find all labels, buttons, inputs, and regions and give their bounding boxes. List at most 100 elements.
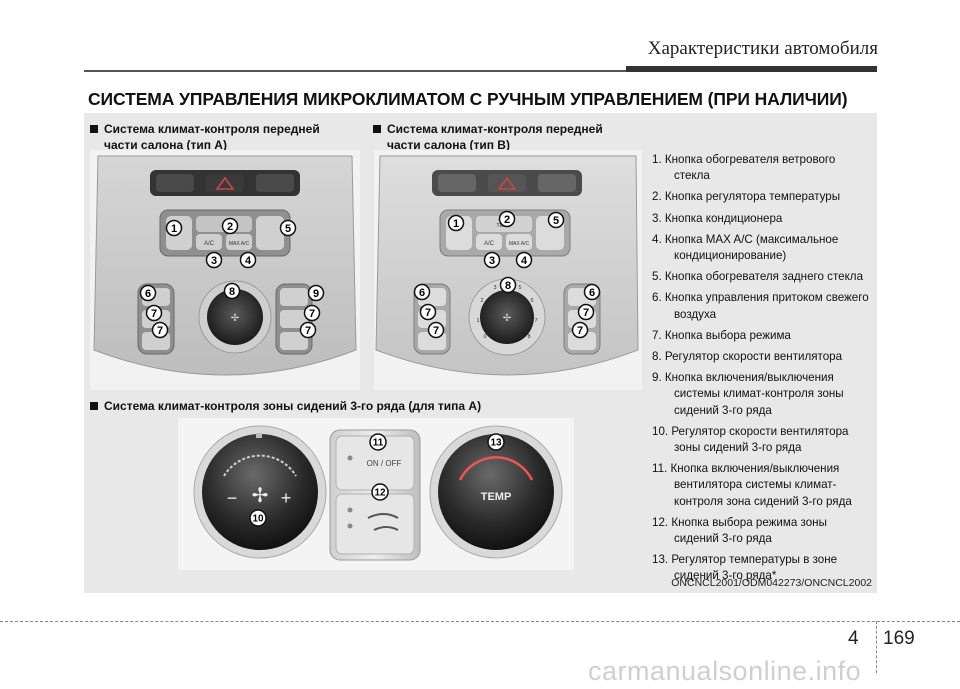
dial-tick-label: 2 bbox=[480, 298, 483, 304]
running-header-title: Характеристики автомобиля bbox=[647, 38, 878, 59]
fan-icon: ✢ bbox=[503, 313, 511, 324]
chapter-number: 4 bbox=[848, 628, 859, 649]
callout-label: 4 bbox=[245, 255, 252, 267]
mode-button-floor-defrost[interactable] bbox=[280, 332, 308, 350]
airflow-icon bbox=[367, 513, 399, 531]
rear-temp-knob[interactable] bbox=[438, 434, 554, 550]
callout-label: 7 bbox=[309, 308, 315, 320]
callout-label: 3 bbox=[489, 255, 495, 267]
legend-item: 10. Регулятор скорости вентилятора зоны … bbox=[652, 424, 849, 455]
callout-label: 6 bbox=[419, 287, 425, 299]
callout-label: 7 bbox=[583, 307, 589, 319]
callouts-rear: 11 12 13 10 bbox=[249, 433, 505, 527]
square-bullet-icon bbox=[90, 125, 98, 133]
ac-label: A/C bbox=[484, 241, 495, 247]
hazard-icon bbox=[215, 176, 235, 190]
hazard-icon bbox=[497, 176, 517, 190]
legend-item: 9. Кнопка включения/выключения системы к… bbox=[652, 371, 844, 417]
fan-speed-knob[interactable] bbox=[480, 290, 534, 344]
legend-list: 1. Кнопка обогревателя ветрового стекла … bbox=[652, 152, 874, 590]
callout-label: 6 bbox=[589, 287, 595, 299]
callouts-type-a: 1 2 5 3 4 6 7 7 8 9 7 7 bbox=[139, 217, 325, 339]
callout-label: 12 bbox=[374, 488, 386, 499]
hazard-button[interactable] bbox=[206, 174, 244, 192]
mode-button-bi-level[interactable] bbox=[280, 310, 308, 328]
callout-label: 13 bbox=[490, 438, 502, 449]
fan-icon: ✢ bbox=[231, 313, 239, 324]
ac-button[interactable] bbox=[196, 234, 222, 250]
legend-item: 11. Кнопка включения/выключения вентилят… bbox=[652, 462, 852, 508]
dial-tick-label: 0 bbox=[483, 334, 486, 340]
subheading-type-a: Система климат-контроля передней части с… bbox=[90, 121, 320, 153]
rear-fan-speed-knob[interactable] bbox=[202, 434, 318, 550]
callout-label: 7 bbox=[577, 325, 583, 337]
dial-tick-label: 7 bbox=[534, 318, 537, 324]
callout-label: 8 bbox=[229, 286, 235, 298]
dial-tick-label: 6 bbox=[530, 298, 533, 304]
control-panel-rear: − ✢ + ON / OFF TEMP 11 12 13 10 bbox=[193, 425, 563, 561]
callout-label: 2 bbox=[227, 221, 233, 233]
callout-label: 8 bbox=[505, 280, 511, 292]
page-number: 169 bbox=[883, 628, 915, 649]
max-ac-label: MAX A/C bbox=[509, 241, 530, 247]
callout-label: 1 bbox=[171, 223, 177, 235]
legend-item: 6. Кнопка управления притоком свежего во… bbox=[652, 291, 869, 321]
max-ac-label: MAX A/C bbox=[229, 241, 250, 247]
callout-label: 7 bbox=[433, 325, 439, 337]
callout-label: 4 bbox=[521, 255, 528, 267]
max-ac-button[interactable] bbox=[226, 234, 252, 250]
legend-item: 2. Кнопка регулятора температуры bbox=[652, 190, 841, 204]
square-bullet-icon bbox=[373, 125, 381, 133]
legend-item: 13. Регулятор температуры в зоне сидений… bbox=[652, 553, 838, 583]
footer-dashed-divider bbox=[876, 621, 877, 673]
legend-item: 4. Кнопка MAX A/C (максимальное кондицио… bbox=[652, 232, 839, 263]
subheading-rear: Система климат-контроля зоны сидений 3-г… bbox=[90, 398, 481, 414]
max-ac-button[interactable] bbox=[506, 234, 532, 250]
callout-label: 5 bbox=[285, 223, 291, 235]
dial-tick-label: 1 bbox=[476, 318, 479, 324]
legend-item: 8. Регулятор скорости вентилятора bbox=[652, 350, 843, 364]
photo-type-a: A/C MAX A/C ✢ 1 2 5 3 4 6 7 7 8 9 7 7 bbox=[90, 150, 360, 390]
subheading-type-b: Система климат-контроля передней части с… bbox=[373, 121, 603, 153]
on-off-label: ON / OFF bbox=[367, 459, 402, 468]
photo-rear: − ✢ + ON / OFF TEMP 11 12 13 10 bbox=[178, 418, 574, 570]
dial-tick-label: 3 bbox=[493, 285, 496, 291]
control-panel-type-b: TEMP A/C MAX A/C ✢ 0 1 2 3 4 5 6 7 8 1 2 bbox=[375, 155, 639, 376]
image-caption-codes: ONCNCL2001/ODM042273/ONCNCL2002 bbox=[671, 577, 872, 589]
callout-label: 11 bbox=[373, 438, 384, 449]
fan-speed-knob[interactable] bbox=[207, 289, 263, 345]
rear-climate-button[interactable] bbox=[280, 288, 308, 306]
dial-tick-label: 5 bbox=[518, 285, 521, 291]
ac-label: A/C bbox=[204, 241, 215, 247]
header-rule-accent bbox=[626, 66, 877, 72]
callout-label: 7 bbox=[305, 325, 311, 337]
callout-label: 7 bbox=[157, 325, 163, 337]
callout-label: 10 bbox=[252, 514, 264, 525]
callout-label: 5 bbox=[553, 215, 559, 227]
square-bullet-icon bbox=[90, 402, 98, 410]
rear-mode-button[interactable] bbox=[335, 493, 415, 555]
callout-label: 7 bbox=[425, 307, 431, 319]
temp-label: TEMP bbox=[481, 491, 512, 503]
photo-type-b: TEMP A/C MAX A/C ✢ 0 1 2 3 4 5 6 7 8 1 2 bbox=[374, 150, 642, 390]
callouts-type-b: 1 2 5 3 4 6 7 7 8 6 7 7 bbox=[413, 210, 601, 339]
legend-item: 12. Кнопка выбора режима зоны сидений 3-… bbox=[652, 515, 827, 546]
callout-label: 9 bbox=[313, 288, 319, 300]
ac-button[interactable] bbox=[476, 234, 502, 250]
dial-tick-label: 8 bbox=[527, 334, 530, 340]
legend-item: 3. Кнопка кондиционера bbox=[652, 211, 783, 225]
temp-arc bbox=[458, 456, 534, 481]
header-rule bbox=[84, 70, 877, 72]
fan-icon: ✢ bbox=[252, 485, 269, 507]
callout-label: 2 bbox=[504, 214, 510, 226]
plus-icon: + bbox=[281, 488, 292, 508]
callout-label: 3 bbox=[211, 255, 217, 267]
legend-item: 7. Кнопка выбора режима bbox=[652, 328, 791, 342]
section-title: СИСТЕМА УПРАВЛЕНИЯ МИКРОКЛИМАТОМ С РУЧНЫ… bbox=[88, 89, 848, 109]
callout-label: 6 bbox=[145, 288, 151, 300]
minus-icon: − bbox=[227, 488, 238, 508]
callout-label: 1 bbox=[453, 218, 459, 230]
hazard-button[interactable] bbox=[488, 174, 526, 192]
rear-defrost-button[interactable] bbox=[256, 216, 284, 250]
control-panel-type-a: A/C MAX A/C ✢ 1 2 5 3 4 6 7 7 8 9 7 7 bbox=[93, 155, 357, 376]
